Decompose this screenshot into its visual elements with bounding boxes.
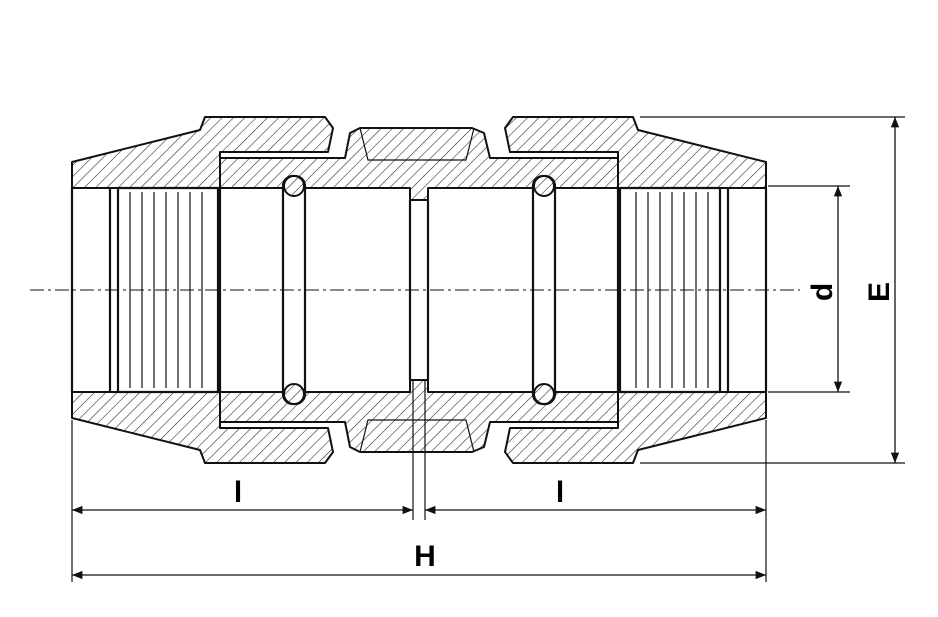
bore-outline xyxy=(70,188,768,392)
dimension-e: E xyxy=(640,116,905,464)
right-nut-top xyxy=(504,116,767,189)
left-o-ring xyxy=(281,174,307,406)
label-l-right: l xyxy=(556,476,564,509)
right-grip-ring xyxy=(618,186,722,394)
right-nut-bottom xyxy=(504,391,767,464)
body-bottom xyxy=(219,379,619,453)
dimension-l-left: l xyxy=(72,476,413,515)
label-d: d xyxy=(806,283,839,301)
body-top xyxy=(219,127,619,201)
dimension-d: d xyxy=(768,185,850,393)
left-nut-top xyxy=(71,116,334,189)
extension-lines xyxy=(71,380,767,582)
left-grip-ring xyxy=(116,186,220,394)
right-o-ring xyxy=(531,174,557,406)
dimension-h: H xyxy=(72,540,766,580)
dimension-l-right: l xyxy=(425,476,766,515)
label-l-left: l xyxy=(234,476,242,509)
label-h: H xyxy=(414,540,436,573)
left-nut-bottom xyxy=(71,391,334,464)
label-e: E xyxy=(863,282,896,302)
